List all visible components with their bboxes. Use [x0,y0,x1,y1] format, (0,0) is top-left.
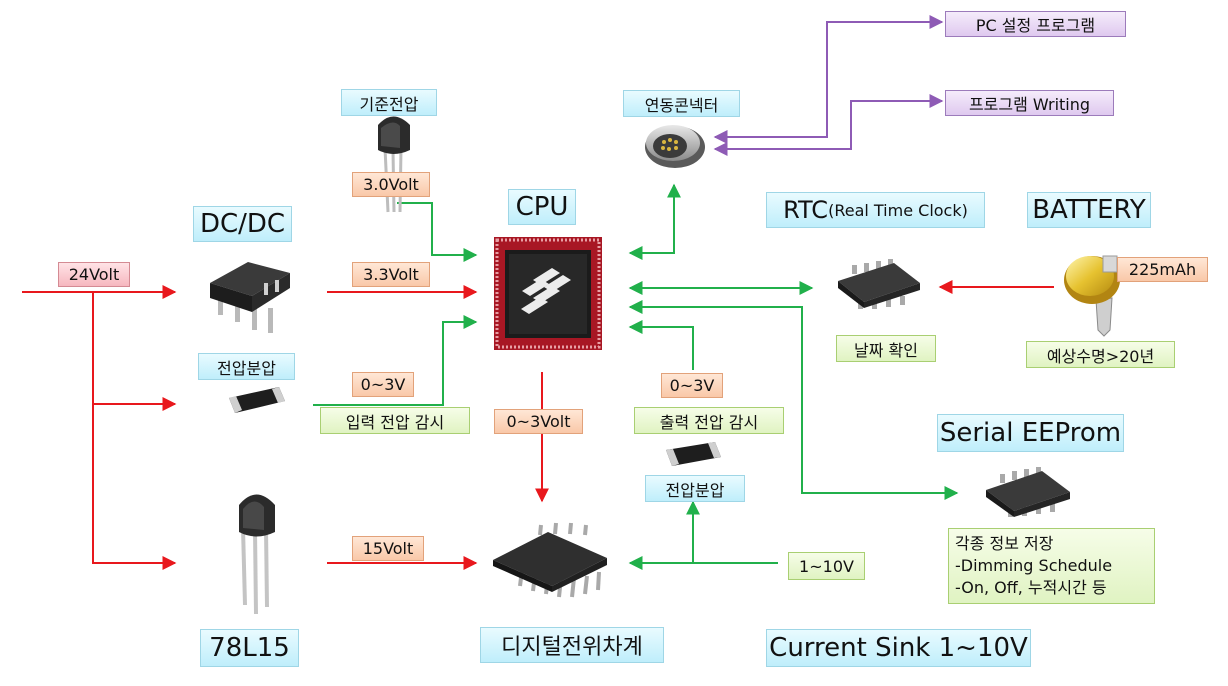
eeprom-desc-line-3: -On, Off, 누적시간 등 [955,578,1107,597]
reference-voltage-label: 기준전압 [341,89,437,116]
coin-battery-icon [1064,255,1120,337]
date-check-label: 날짜 확인 [836,335,936,362]
red-power-lines [22,280,1054,570]
to92-transistor-icon [378,116,410,213]
to92-transistor-icon [239,494,275,615]
capacity-tag: 225mAh [1117,257,1208,282]
v3-0-tag: 3.0Volt [352,172,430,197]
v0-3-feedback-tag: 0~3V [661,373,723,398]
v0-3-output-tag: 0~3Volt [494,409,583,434]
smd-resistor-icon [229,387,285,413]
current-sink-label: Current Sink 1~10V [766,629,1031,667]
dcdc-label: DC/DC [193,206,292,242]
digital-pot-label: 디지털전위차계 [480,627,664,663]
program-writing-label: 프로그램 Writing [945,90,1114,116]
purple-lines [713,15,944,156]
life-expectancy-label: 예상수명>20년 [1026,341,1175,368]
v3-3-tag: 3.3Volt [352,262,430,287]
input-range-tag: 1~10V [788,552,865,580]
regulator-78l15-label: 78L15 [200,629,299,667]
v24-tag: 24Volt [58,262,130,287]
rtc-sub-text: (Real Time Clock) [828,200,968,220]
divider-right-label: 전압분압 [645,475,745,502]
cpu-label: CPU [508,189,576,225]
tssop-chip-icon [493,522,607,598]
eeprom-desc-line-2: -Dimming Schedule [955,556,1113,575]
soic-chip-icon [838,259,920,309]
serial-eeprom-label: Serial EEProm [937,414,1124,452]
divider-left-label: 전압분압 [198,353,295,380]
soic-chip-icon [986,467,1070,517]
smd-resistor-icon [666,442,721,466]
eeprom-description: 각종 정보 저장 -Dimming Schedule -On, Off, 누적시… [948,528,1155,604]
rtc-label: RTC(Real Time Clock) [766,192,985,228]
qfp-cpu-chip-icon [494,237,602,350]
round-connector-icon [645,125,705,168]
connector-label: 연동콘넥터 [623,90,740,117]
pc-program-label: PC 설정 프로그램 [945,11,1126,37]
output-voltage-monitor-label: 출력 전압 감시 [634,407,784,434]
input-voltage-monitor-label: 입력 전압 감시 [320,407,470,434]
v15-tag: 15Volt [352,536,424,561]
battery-label: BATTERY [1027,192,1151,228]
v0-3-input-tag: 0~3V [352,372,414,397]
rtc-main-text: RTC [783,196,829,224]
dip-8-chip-icon [210,262,290,333]
eeprom-desc-line-1: 각종 정보 저장 [955,534,1054,553]
green-signal-lines [313,183,959,570]
